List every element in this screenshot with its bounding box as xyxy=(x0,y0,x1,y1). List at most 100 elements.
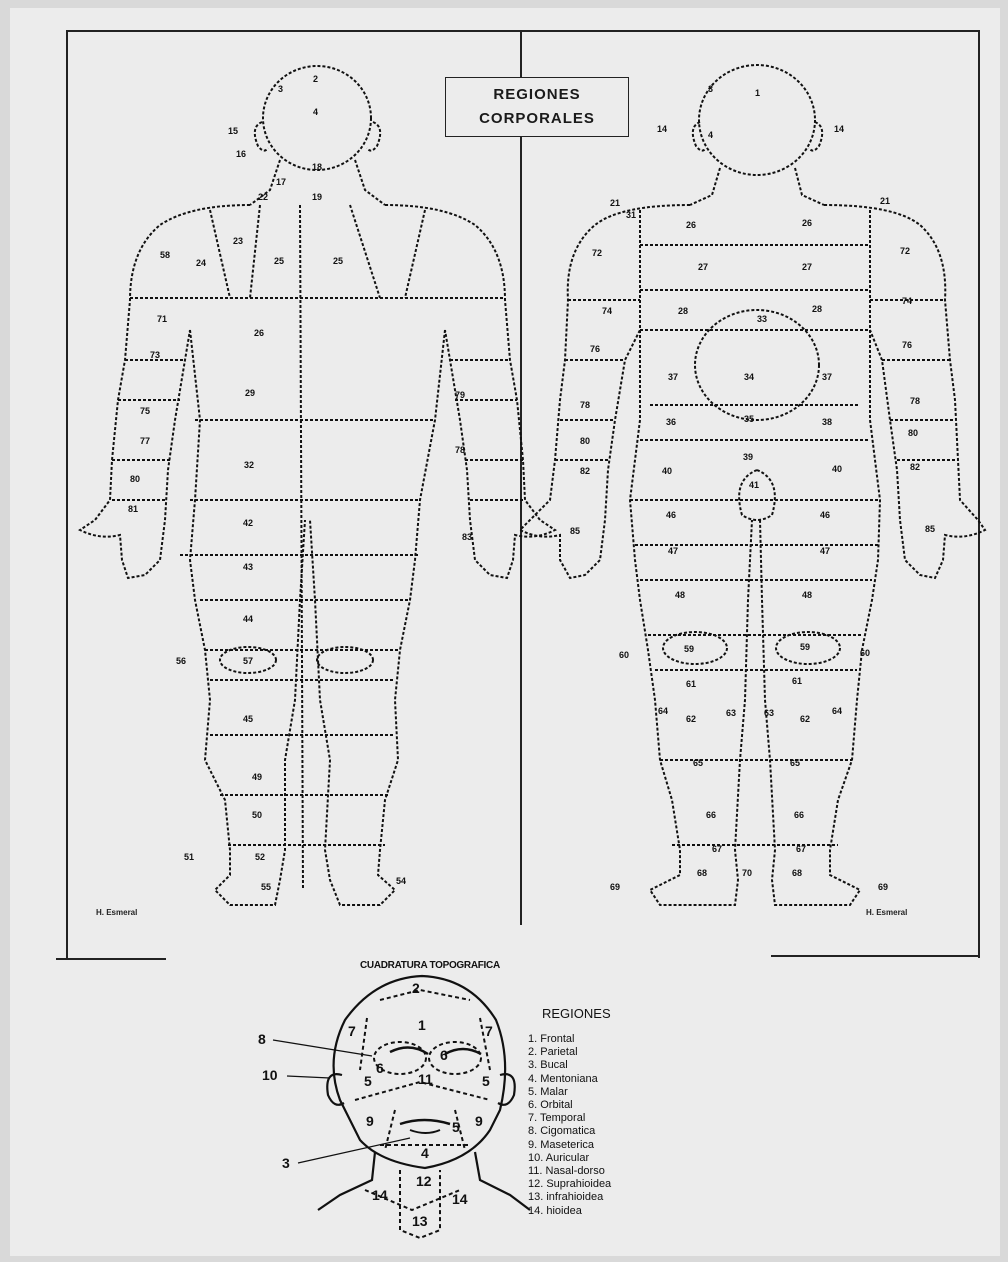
front-figure xyxy=(220,65,985,905)
back-label: 17 xyxy=(276,177,286,187)
front-label: 65 xyxy=(790,758,800,768)
front-label: 69 xyxy=(610,882,620,892)
title-line-2: CORPORALES xyxy=(479,107,595,131)
front-label: 59 xyxy=(684,644,694,654)
face-label: 8 xyxy=(258,1031,266,1047)
legend-item: 13. infrahioidea xyxy=(528,1191,611,1204)
front-label: 47 xyxy=(668,546,678,556)
legend-item: 10. Auricular xyxy=(528,1152,611,1165)
face-diagram xyxy=(273,976,530,1238)
legend-item: 9. Maseterica xyxy=(528,1139,611,1152)
legend-item: 12. Suprahioidea xyxy=(528,1178,611,1191)
back-label: 51 xyxy=(184,852,194,862)
face-label: 1 xyxy=(418,1017,426,1033)
legend-item: 6. Orbital xyxy=(528,1099,611,1112)
legend-item: 1. Frontal xyxy=(528,1033,611,1046)
front-label: 63 xyxy=(764,708,774,718)
front-label: 62 xyxy=(686,714,696,724)
face-label: 5 xyxy=(482,1073,490,1089)
face-label: 9 xyxy=(475,1113,483,1129)
front-label: 27 xyxy=(698,262,708,272)
front-label: 59 xyxy=(800,642,810,652)
back-label: 77 xyxy=(140,436,150,446)
back-label: 2 xyxy=(313,74,318,84)
front-label: 66 xyxy=(794,810,804,820)
regions-legend: REGIONES 1. Frontal 2. Parietal 3. Bucal… xyxy=(528,1006,611,1218)
front-label: 4 xyxy=(708,130,713,140)
back-label: 16 xyxy=(236,149,246,159)
front-label: 72 xyxy=(900,246,910,256)
front-label: 27 xyxy=(802,262,812,272)
back-label: 71 xyxy=(157,314,167,324)
back-label: 79 xyxy=(455,390,465,400)
back-label: 44 xyxy=(243,614,253,624)
front-label: 70 xyxy=(742,868,752,878)
back-label: 78 xyxy=(455,445,465,455)
back-label: 58 xyxy=(160,250,170,260)
back-label: 80 xyxy=(130,474,140,484)
face-label: 9 xyxy=(366,1113,374,1129)
back-label: 26 xyxy=(254,328,264,338)
front-label: 31 xyxy=(626,210,636,220)
front-label: 21 xyxy=(880,196,890,206)
front-label: 68 xyxy=(792,868,802,878)
legend-item: 3. Bucal xyxy=(528,1059,611,1072)
back-label: 45 xyxy=(243,714,253,724)
front-label: 40 xyxy=(832,464,842,474)
legend-item: 2. Parietal xyxy=(528,1046,611,1059)
signature-left: H. Esmeral xyxy=(96,908,137,917)
back-label: 75 xyxy=(140,406,150,416)
back-label: 55 xyxy=(261,882,271,892)
face-label: 4 xyxy=(421,1145,429,1161)
face-label: 6 xyxy=(440,1047,448,1063)
front-label: 64 xyxy=(832,706,842,716)
legend-item: 8. Cigomatica xyxy=(528,1125,611,1138)
front-label: 65 xyxy=(693,758,703,768)
face-label: 14 xyxy=(452,1191,468,1207)
back-region-labels: 2 3 4 15 16 18 17 19 22 23 24 25 25 26 2… xyxy=(128,74,472,892)
face-label: 2 xyxy=(412,980,420,996)
front-label: 74 xyxy=(902,296,912,306)
title-line-1: REGIONES xyxy=(493,83,580,107)
title-box: REGIONES CORPORALES xyxy=(445,77,629,137)
front-label: 37 xyxy=(822,372,832,382)
back-label: 15 xyxy=(228,126,238,136)
front-label: 47 xyxy=(820,546,830,556)
back-label: 50 xyxy=(252,810,262,820)
front-label: 78 xyxy=(910,396,920,406)
front-label: 34 xyxy=(744,372,754,382)
signature-right: H. Esmeral xyxy=(866,908,907,917)
face-label: 11 xyxy=(418,1071,433,1087)
front-label: 36 xyxy=(666,417,676,427)
back-label: 49 xyxy=(252,772,262,782)
front-label: 35 xyxy=(744,414,754,424)
face-diagram-title: CUADRATURA TOPOGRAFICA xyxy=(360,960,500,971)
front-label: 41 xyxy=(749,480,759,490)
front-label: 46 xyxy=(666,510,676,520)
back-label: 18 xyxy=(312,162,322,172)
face-label: 3 xyxy=(282,1155,290,1171)
front-label: 74 xyxy=(602,306,612,316)
front-label: 1 xyxy=(755,88,760,98)
front-region-labels: 1 3 4 14 14 21 21 26 26 27 27 28 28 31 3… xyxy=(570,84,935,892)
face-region-labels: 1 2 3 4 5 5 5 6 6 7 7 8 9 9 10 11 12 13 … xyxy=(258,980,493,1229)
back-label: 42 xyxy=(243,518,253,528)
front-label: 33 xyxy=(757,314,767,324)
front-label: 48 xyxy=(675,590,685,600)
front-label: 28 xyxy=(678,306,688,316)
front-label: 72 xyxy=(592,248,602,258)
back-label: 81 xyxy=(128,504,138,514)
front-label: 76 xyxy=(590,344,600,354)
back-label: 57 xyxy=(243,656,253,666)
front-label: 67 xyxy=(712,844,722,854)
back-label: 56 xyxy=(176,656,186,666)
face-label: 5 xyxy=(452,1119,460,1135)
front-label: 85 xyxy=(570,526,580,536)
front-label: 14 xyxy=(834,124,844,134)
front-label: 68 xyxy=(697,868,707,878)
front-label: 82 xyxy=(580,466,590,476)
legend-item: 7. Temporal xyxy=(528,1112,611,1125)
front-label: 60 xyxy=(860,648,870,658)
back-label: 83 xyxy=(462,532,472,542)
legend-item: 5. Malar xyxy=(528,1086,611,1099)
